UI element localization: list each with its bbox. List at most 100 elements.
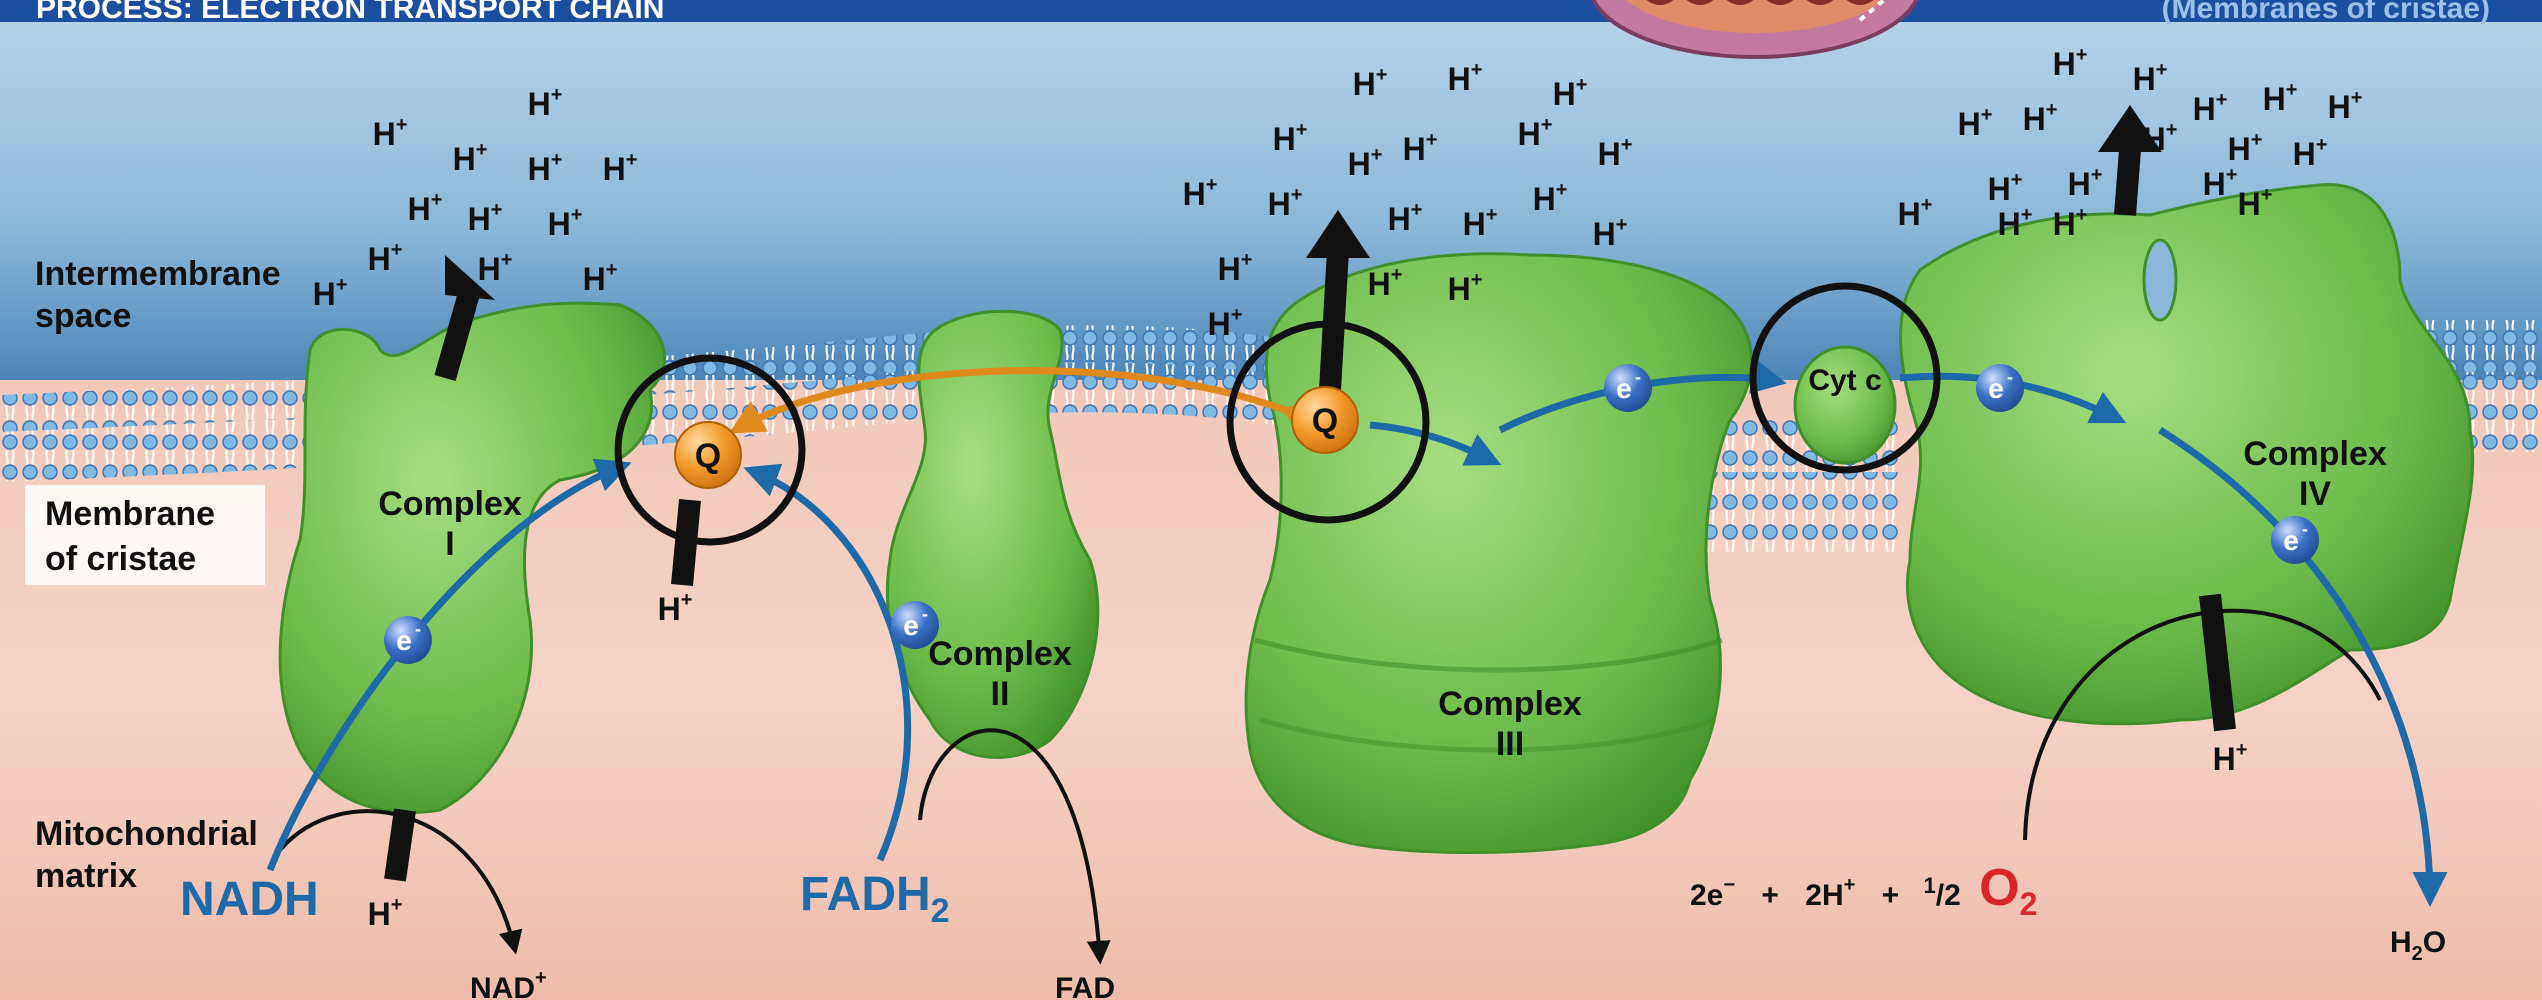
proton-h-plus: H+: [1533, 179, 1568, 217]
complex-ii-label: Complex: [928, 635, 1072, 673]
proton-h-plus: H+: [1958, 104, 1993, 142]
proton-h-plus: H+: [1518, 114, 1553, 152]
svg-text:-: -: [415, 619, 421, 639]
proton-h-plus: H+: [453, 139, 488, 177]
electron-marker: e -: [1976, 364, 2024, 412]
proton-h-plus: H+: [478, 249, 513, 287]
q2-label: Q: [1312, 402, 1338, 440]
ubiquinone-q1: Q: [674, 421, 742, 489]
proton-h-plus: H+: [368, 239, 403, 277]
complex-i-number: I: [445, 525, 454, 563]
proton-h-plus: H+: [1208, 304, 1243, 342]
mitochondrion-thumbnail: [1591, 0, 1919, 59]
svg-text:-: -: [2302, 519, 2308, 539]
proton-h-plus: H+: [528, 149, 563, 187]
proton-h-plus: H+: [313, 274, 348, 312]
electron-marker: e -: [384, 616, 432, 664]
proton-h-plus: H+: [1348, 144, 1383, 182]
proton-h-plus: H+: [658, 589, 693, 627]
proton-h-plus: H+: [2238, 184, 2273, 222]
proton-h-plus: H+: [1218, 249, 1253, 287]
electron-marker: e -: [891, 601, 939, 649]
fad-loop-arrow: [918, 728, 1111, 965]
proton-h-plus: H+: [2328, 87, 2363, 125]
complex-iii-number: III: [1496, 725, 1524, 763]
complex-ii-number: II: [991, 675, 1010, 713]
complex-i-label: Complex: [378, 485, 522, 523]
svg-text:e: e: [1616, 373, 1632, 404]
proton-h-plus: H+: [468, 199, 503, 237]
proton-h-plus: H+: [583, 259, 618, 297]
electron-markers: e - e - e - e - e -: [384, 364, 2319, 664]
svg-text:e: e: [396, 625, 412, 656]
header-title: PROCESS: ELECTRON TRANSPORT CHAIN: [36, 0, 664, 25]
proton-h-plus: H+: [2263, 79, 2298, 117]
proton-h-plus: H+: [373, 114, 408, 152]
proton-h-plus: H+: [1368, 264, 1403, 302]
proton-h-plus: H+: [368, 894, 403, 932]
proton-h-plus: H+: [1388, 199, 1423, 237]
cyt-c-label: Cyt c: [1808, 364, 1881, 397]
cyt-c-shape: [1793, 345, 1897, 465]
highlight-circle-q2: [1226, 320, 1430, 524]
svg-text:-: -: [2007, 367, 2013, 387]
proton-h-plus: H+: [2213, 739, 2248, 777]
proton-h-plus: H+: [1988, 169, 2023, 207]
proton-h-plus: H+: [528, 84, 563, 122]
electron-marker: e -: [2271, 516, 2319, 564]
proton-h-plus: H+: [1598, 134, 1633, 172]
proton-h-plus: H+: [2068, 164, 2103, 202]
svg-text:e: e: [1988, 373, 2004, 404]
nad-label: NAD+: [470, 967, 547, 1000]
proton-h-plus: H+: [1448, 59, 1483, 97]
ubiquinone-q2: Q: [1291, 386, 1359, 454]
complex-iv-label: Complex: [2243, 435, 2387, 473]
membrane-label-bg: [25, 485, 265, 585]
q1-label: Q: [695, 437, 721, 475]
proton-h-plus: H+: [2053, 44, 2088, 82]
highlight-circle-q1: [614, 354, 806, 546]
highlight-circle-cytc: [1749, 282, 1941, 474]
nadh-label: NADH: [180, 873, 319, 926]
proton-pump-arrows: [384, 105, 2236, 882]
svg-text:-: -: [922, 604, 928, 624]
proton-h-plus: H+: [408, 189, 443, 227]
proton-h-plus: H+: [1353, 64, 1388, 102]
proton-h-plus: H+: [1268, 184, 1303, 222]
proton-h-plus: H+: [2203, 164, 2238, 202]
svg-text:e: e: [2283, 525, 2299, 556]
proton-h-plus: H+: [1593, 214, 1628, 252]
proton-h-plus: H+: [2143, 119, 2178, 157]
proton-h-plus: H+: [2133, 59, 2168, 97]
svg-text:-: -: [1635, 367, 1641, 387]
proton-h-plus: H+: [1403, 129, 1438, 167]
proton-h-plus: H+: [2293, 134, 2328, 172]
electron-path-fadh2: [743, 463, 912, 862]
proton-h-plus: H+: [603, 149, 638, 187]
proton-h-plus: H+: [1448, 269, 1483, 307]
nad-loop-arrow: [278, 809, 523, 955]
oxygen-loop-arrow: [2023, 608, 2382, 841]
electron-marker: e -: [1604, 364, 1652, 412]
electron-path-iv-water: [2158, 427, 2448, 907]
proton-h-plus: H+: [1898, 194, 1933, 232]
proton-labels: H+ H+ H+ H+ H+ H+ H+ H+ H+ H+ H+ H+ H+ H+ H+ H+ H+ H+ H+ H+…: [313, 44, 2363, 932]
proton-h-plus: H+: [2053, 204, 2088, 242]
complex-iii-label: Complex: [1438, 685, 1582, 723]
complex-iv-channel: [2142, 238, 2178, 322]
fadh2-label: FADH2: [800, 868, 950, 930]
complex-iv-shape: [1899, 183, 2475, 726]
proton-h-plus: H+: [548, 204, 583, 242]
electron-path-q-iii: [1369, 421, 1502, 466]
fad-label: FAD: [1055, 972, 1115, 1000]
proton-h-plus: H+: [2193, 89, 2228, 127]
proton-h-plus: H+: [1998, 204, 2033, 242]
proton-h-plus: H+: [2023, 99, 2058, 137]
proton-h-plus: H+: [2228, 129, 2263, 167]
proton-h-plus: H+: [1183, 174, 1218, 212]
